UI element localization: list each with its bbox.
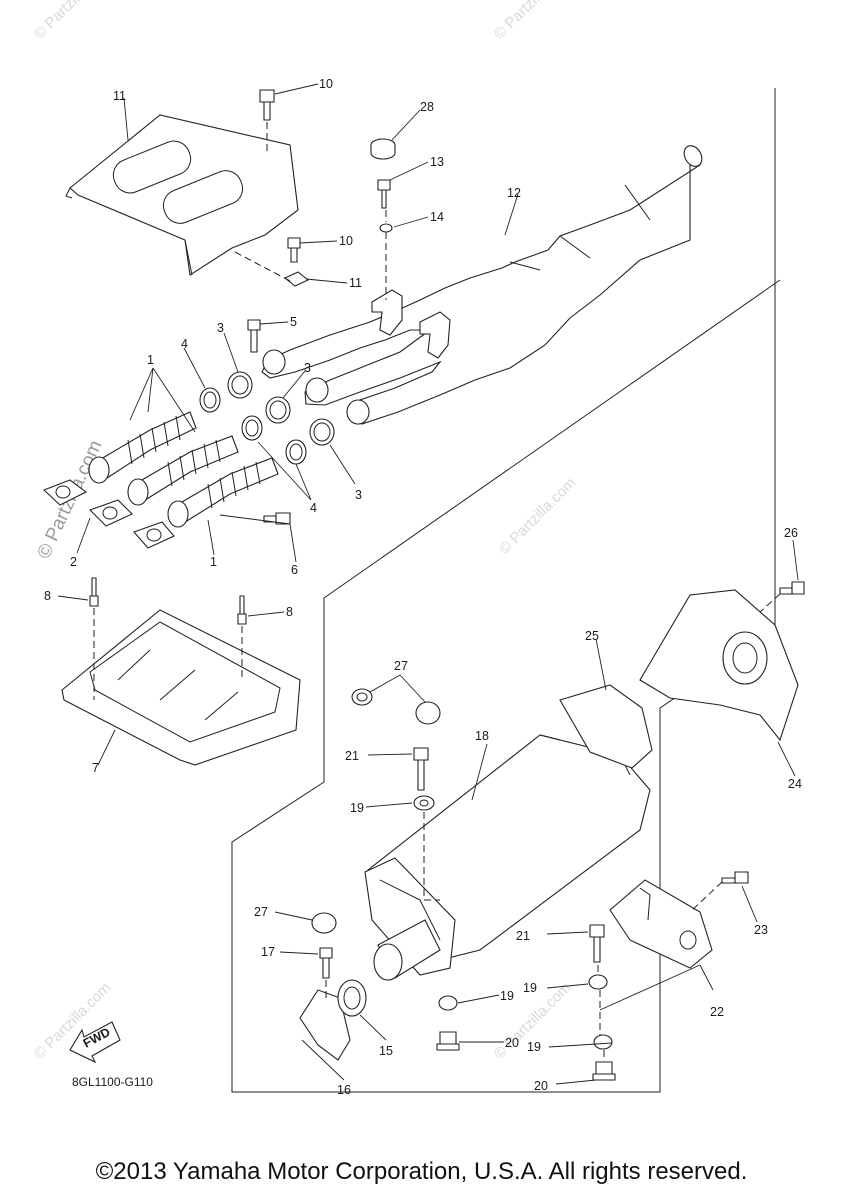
part-27-grommet-lower bbox=[311, 912, 337, 934]
callout-5: 5 bbox=[290, 315, 297, 329]
callout-7: 7 bbox=[92, 761, 99, 775]
part-4-gaskets bbox=[199, 387, 307, 465]
part-12-exhaust-pipe bbox=[261, 145, 703, 425]
part-19-collar-lower-left bbox=[438, 995, 458, 1011]
callout-21-lower: 21 bbox=[516, 929, 530, 943]
watermark: © Partzilla.com bbox=[31, 0, 114, 43]
part-8-rivet-left bbox=[89, 577, 99, 607]
part-23-bolt bbox=[721, 871, 749, 884]
part-10-bolt-lower bbox=[287, 237, 301, 263]
callout-3-mid: 3 bbox=[304, 361, 311, 375]
part-9-protector bbox=[65, 114, 299, 276]
callout-8-right: 8 bbox=[286, 605, 293, 619]
callout-10-lower: 10 bbox=[339, 234, 353, 248]
part-19-collar-right-lower bbox=[593, 1034, 613, 1050]
part-13-bolt bbox=[377, 179, 391, 209]
callout-1-bottom: 1 bbox=[210, 555, 217, 569]
part-28-cap bbox=[370, 138, 396, 160]
callout-21-upper: 21 bbox=[345, 749, 359, 763]
callout-1-top: 1 bbox=[147, 353, 154, 367]
part-16-bracket bbox=[299, 989, 351, 1061]
callout-3-top: 3 bbox=[217, 321, 224, 335]
callout-16: 16 bbox=[337, 1083, 351, 1097]
callout-13: 13 bbox=[430, 155, 444, 169]
part-27-grommet-upper-right bbox=[415, 701, 441, 725]
callout-27-lower: 27 bbox=[254, 905, 268, 919]
diagram-code: 8GL1100-G110 bbox=[72, 1075, 153, 1089]
fwd-arrow-icon: FWD bbox=[69, 1021, 121, 1064]
part-3-clamps bbox=[227, 371, 335, 446]
callout-19-left: 19 bbox=[500, 989, 514, 1003]
watermark: © Partzilla.com bbox=[491, 0, 574, 43]
callout-10-upper: 10 bbox=[319, 77, 333, 91]
callout-28: 28 bbox=[420, 100, 434, 114]
callout-26: 26 bbox=[784, 526, 798, 540]
part-26-bolt bbox=[779, 581, 805, 595]
part-7-protector bbox=[61, 609, 301, 766]
callout-11: 11 bbox=[349, 276, 362, 290]
part-2-gaskets bbox=[42, 479, 175, 549]
callout-19-upper: 19 bbox=[350, 801, 364, 815]
copyright-footer: ©2013 Yamaha Motor Corporation, U.S.A. A… bbox=[95, 1158, 748, 1185]
callout-8-left: 8 bbox=[44, 589, 51, 603]
part-5-bolt bbox=[247, 319, 261, 353]
callout-24: 24 bbox=[788, 777, 802, 791]
callout-20-right: 20 bbox=[534, 1079, 548, 1093]
callout-25: 25 bbox=[585, 629, 599, 643]
callout-9: 11 bbox=[113, 89, 126, 103]
part-14-washer bbox=[379, 223, 393, 233]
callout-4-bottom: 4 bbox=[310, 501, 317, 515]
callout-3-bottom: 3 bbox=[355, 488, 362, 502]
part-18-muffler bbox=[364, 734, 651, 981]
callout-17: 17 bbox=[261, 945, 275, 959]
watermark: © Partzilla.com bbox=[496, 474, 579, 557]
part-19-collar-right-upper bbox=[588, 974, 608, 990]
part-8-rivet-right bbox=[237, 595, 247, 625]
part-21-bolt-upper bbox=[413, 747, 429, 791]
part-24-end-cap bbox=[639, 589, 799, 742]
callout-27-upper: 27 bbox=[394, 659, 408, 673]
part-20-collar-left bbox=[436, 1031, 460, 1051]
leader-lines bbox=[57, 83, 799, 1085]
callout-15: 15 bbox=[379, 1044, 393, 1058]
callout-14: 14 bbox=[430, 210, 444, 224]
part-25-band bbox=[559, 684, 653, 769]
callout-6: 6 bbox=[291, 563, 298, 577]
callout-numbers: 11 10 10 11 28 13 14 12 5 1 4 3 3 3 4 1 … bbox=[44, 77, 802, 1097]
callout-20-left: 20 bbox=[505, 1036, 519, 1050]
part-11-nut bbox=[283, 271, 310, 287]
callout-19-right-lower: 19 bbox=[527, 1040, 541, 1054]
part-20-collar-right bbox=[592, 1061, 616, 1081]
part-19-collar-upper bbox=[413, 795, 435, 811]
callout-18: 18 bbox=[475, 729, 489, 743]
callout-22: 22 bbox=[710, 1005, 724, 1019]
part-27-grommet-upper-left bbox=[351, 688, 373, 706]
part-22-stay bbox=[609, 879, 713, 969]
part-1-exhaust-joints bbox=[88, 411, 279, 528]
callout-19-right-upper: 19 bbox=[523, 981, 537, 995]
part-10-bolt-upper bbox=[259, 89, 275, 121]
callout-4-top: 4 bbox=[181, 337, 188, 351]
callout-2: 2 bbox=[70, 555, 77, 569]
part-17-bolt bbox=[319, 947, 333, 979]
part-15-gasket bbox=[337, 979, 367, 1017]
callout-12: 12 bbox=[507, 186, 521, 200]
part-21-bolt-lower bbox=[589, 924, 605, 963]
callout-23: 23 bbox=[754, 923, 768, 937]
